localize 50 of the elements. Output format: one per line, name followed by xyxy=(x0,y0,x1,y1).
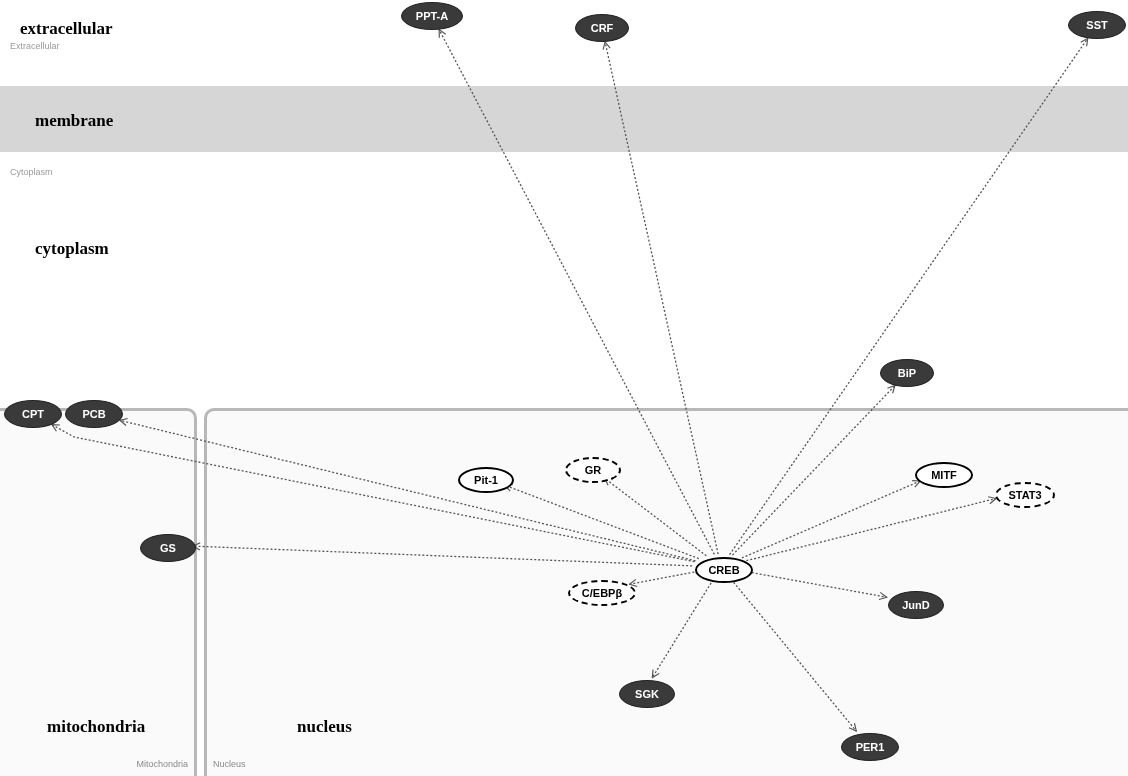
gene-label: C/EBPβ xyxy=(581,585,623,601)
gene-label: SST xyxy=(1086,17,1108,33)
arrow xyxy=(728,37,1089,556)
gene-ellipse xyxy=(568,580,636,606)
region-caption: Mitochondria xyxy=(136,757,188,771)
gene-label: PPT-A xyxy=(415,8,449,24)
region-caption: Cytoplasm xyxy=(10,166,53,179)
gene-label: PER1 xyxy=(855,739,885,755)
arrow xyxy=(628,571,695,588)
gene-ellipse xyxy=(841,733,899,761)
gene-ellipse xyxy=(65,400,123,428)
gene-label: SGK xyxy=(635,686,659,702)
arrow xyxy=(745,496,997,562)
arrow xyxy=(438,28,715,555)
gene-label: Pit-1 xyxy=(474,472,498,488)
gene-ellipse xyxy=(565,457,621,483)
gene-label: JunD xyxy=(902,597,930,613)
compartment-box xyxy=(0,408,197,776)
gene-ellipse xyxy=(4,400,62,428)
gene-ellipse xyxy=(915,462,973,488)
gene-label: GS xyxy=(160,540,176,556)
gene-ellipse xyxy=(1068,11,1126,39)
gene-ellipse xyxy=(888,591,944,619)
arrow xyxy=(731,384,896,556)
gene-ellipse xyxy=(880,359,934,387)
gene-label: CPT xyxy=(22,406,44,422)
arrow xyxy=(602,41,719,555)
gene-ellipse xyxy=(619,680,675,708)
gene-label: CREB xyxy=(708,562,740,578)
region-caption: Nucleus xyxy=(213,757,246,771)
region-label: extracellular xyxy=(20,18,113,40)
gene-ellipse xyxy=(401,2,463,30)
gene-ellipse xyxy=(575,14,629,42)
gene-label: STAT3 xyxy=(1008,487,1042,503)
gene-ellipse xyxy=(695,557,753,583)
region-label: mitochondria xyxy=(47,715,146,738)
gene-ellipse xyxy=(140,534,196,562)
gene-label: CRF xyxy=(590,20,614,36)
gene-ellipse xyxy=(995,482,1055,508)
region-label: membrane xyxy=(35,110,114,132)
region-caption: Extracellular xyxy=(10,40,60,53)
arrow xyxy=(741,480,921,559)
gene-label: GR xyxy=(584,462,602,478)
region-label: cytoplasm xyxy=(35,238,109,260)
region-label: nucleus xyxy=(297,715,352,738)
gene-label: BiP xyxy=(897,365,917,381)
gene-ellipse xyxy=(458,467,514,493)
gene-label: PCB xyxy=(82,406,106,422)
compartment-box xyxy=(204,408,1128,776)
gene-label: MITF xyxy=(931,467,957,483)
